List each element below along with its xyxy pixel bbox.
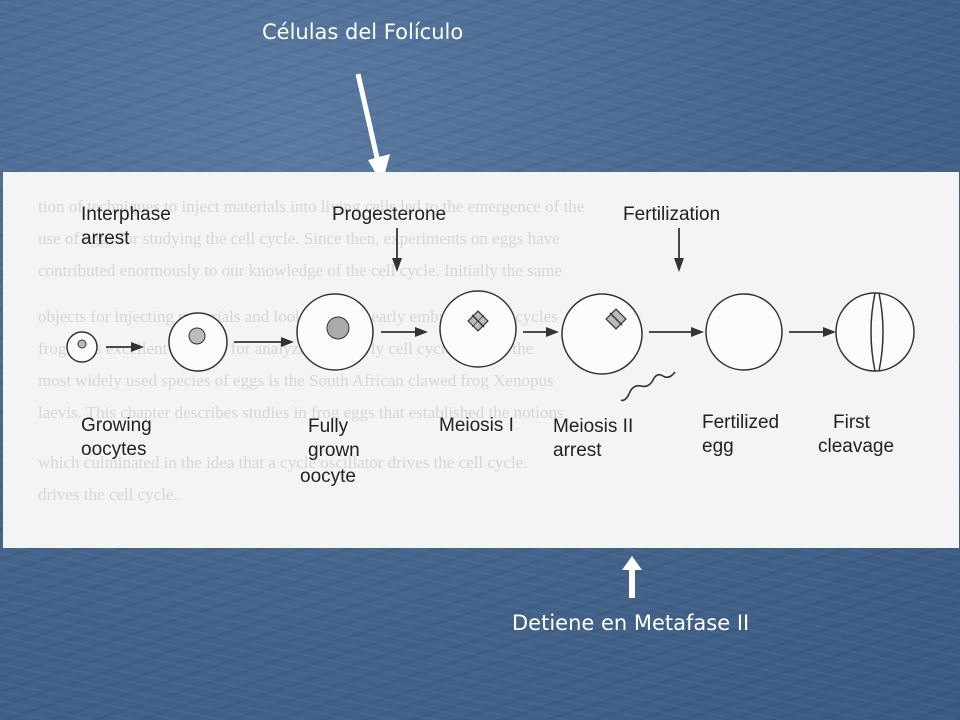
fertilized-egg-label-line2: egg <box>702 436 734 457</box>
fully-grown-oocyte-cell <box>296 293 374 371</box>
meiosis-ii-arrest-cell <box>561 293 643 375</box>
growing-oocytes-label-line1: Growing <box>81 415 152 436</box>
transition-arrow <box>523 327 559 337</box>
fertilization-label: Fertilization <box>623 204 720 225</box>
ghost-line: drives the cell cycle. <box>38 485 178 504</box>
figure-canvas: tion of techniques to inject materials i… <box>38 197 915 504</box>
first-cleavage-label-line1: First <box>833 412 871 433</box>
follicle-cells-caption: Células del Folículo <box>262 20 464 44</box>
ghost-line: objects for injecting materials and look… <box>38 307 558 326</box>
growing-oocyte-large-cell <box>168 312 228 372</box>
ghost-line: use of eggs for studying the cell cycle.… <box>38 229 560 248</box>
progesterone-arrow <box>392 228 402 272</box>
interphase-label-line2: arrest <box>81 228 130 249</box>
bleedthrough-text: tion of techniques to inject materials i… <box>38 197 584 504</box>
ghost-line: contributed enormously to our knowledge … <box>38 261 562 280</box>
meiosis-i-cell <box>439 290 517 368</box>
progesterone-label: Progesterone <box>332 204 446 225</box>
transition-arrow <box>789 327 836 337</box>
transition-arrow <box>234 337 294 347</box>
growing-oocyte-cell <box>66 331 98 363</box>
ghost-line: which culminated in the idea that a cycl… <box>38 453 528 472</box>
ghost-line: tion of techniques to inject materials i… <box>38 197 584 216</box>
transition-arrow <box>381 327 428 337</box>
fully-grown-label-line3: oocyte <box>300 466 356 487</box>
growing-oocytes-label-line2: oocytes <box>81 439 146 460</box>
ghost-line: most widely used species of eggs is the … <box>38 371 554 390</box>
meiosis-ii-label-line2: arrest <box>553 440 602 461</box>
fully-grown-label-line1: Fully <box>308 416 349 437</box>
fertilized-egg-cell <box>705 293 783 371</box>
first-cleavage-cell <box>835 292 915 372</box>
meiosis-i-label: Meiosis I <box>439 415 514 436</box>
metaphase-ii-caption: Detiene en Metafase II <box>512 611 750 635</box>
fully-grown-label-line2: grown <box>308 440 360 461</box>
metaphase-ii-arrow <box>622 556 642 598</box>
fertilization-arrow <box>674 228 684 272</box>
sperm-entry-line <box>620 371 676 402</box>
ghost-line: laevis. This chapter describes studies i… <box>38 403 564 422</box>
first-cleavage-label-line2: cleavage <box>818 436 894 457</box>
fertilized-egg-label-line1: Fertilized <box>702 412 779 433</box>
transition-arrow <box>106 342 144 352</box>
meiosis-ii-label-line1: Meiosis II <box>553 416 633 437</box>
follicle-cells-arrow <box>355 73 390 184</box>
ghost-line: frog eggs excellent subjects for analyzi… <box>38 339 533 358</box>
transition-arrow <box>649 327 704 337</box>
interphase-label-line1: Interphase <box>81 204 171 225</box>
oocyte-maturation-figure: tion of techniques to inject materials i… <box>3 172 959 548</box>
